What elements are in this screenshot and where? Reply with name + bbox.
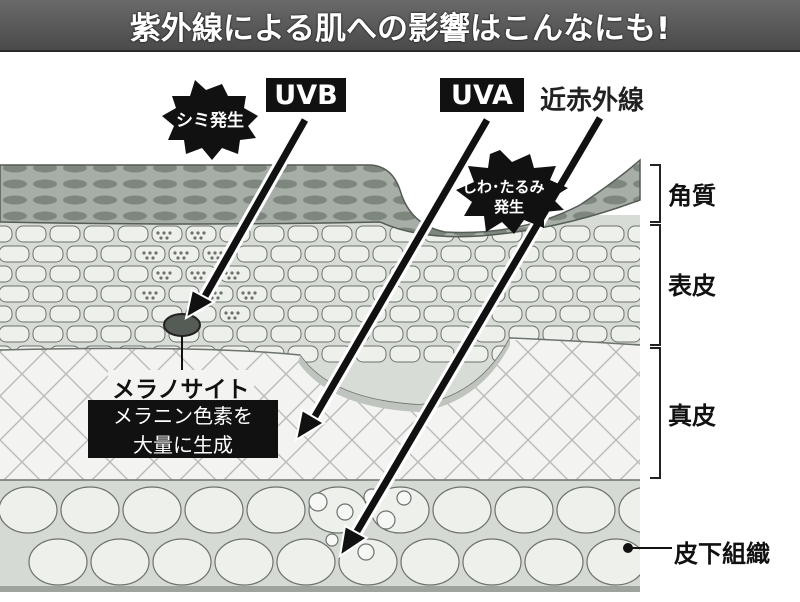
melanocyte-cell [163,313,201,337]
wrinkle-callout-line2: 発生 [494,198,525,216]
spot-burst-icon [162,80,258,160]
melanin-callout-line1: メラニン色素を [113,404,253,428]
uvb-label: UVB [266,78,346,112]
page-title: 紫外線による肌への影響はこんなにも! [129,10,671,47]
uvb-arrow-icon [184,113,312,320]
layer-brackets [650,164,661,479]
wrinkle-callout-line1: しわ･たるみ [462,178,545,196]
melanin-callout-box: メラニン色素を 大量に生成 [88,400,278,458]
subcutaneous-marker-icon [623,543,633,553]
melanin-callout-line2: 大量に生成 [133,433,233,457]
layer-label-epidermis: 表皮 [668,272,716,300]
wrinkle-burst-icon [456,150,568,234]
layer-label-subcutaneous: 皮下組織 [674,540,770,568]
stratum-corneum-layer [0,158,641,238]
title-banner: 紫外線による肌への影響はこんなにも! [0,0,800,52]
spot-callout-label: シミ発生 [176,111,244,131]
melanocyte-label: メラノサイト [108,370,254,404]
layer-label-dermis: 真皮 [668,402,716,430]
uva-arrow-icon [294,113,494,443]
layer-label-stratum-corneum: 角質 [668,182,716,210]
uva-label: UVA [440,78,524,112]
near-infrared-label: 近赤外線 [540,86,645,116]
